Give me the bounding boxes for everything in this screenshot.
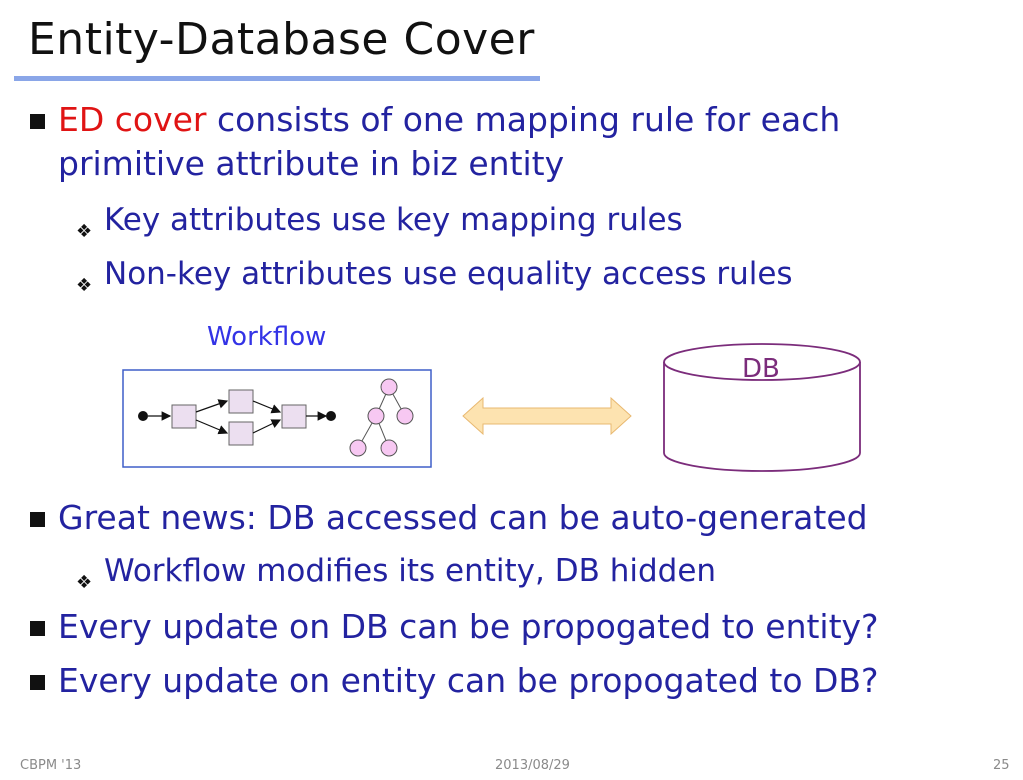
bullet-text: Great news: DB accessed can be auto-gene… <box>58 498 868 537</box>
bidirectional-arrow-icon <box>462 396 632 436</box>
bullet-ed-cover: ED cover consists of one mapping rule fo… <box>30 98 990 188</box>
footer-left: CBPM '13 <box>20 758 82 773</box>
task-node <box>228 421 254 446</box>
sub-bullet-text: Non-key attributes use equality access r… <box>104 256 793 292</box>
footer-date: 2013/08/29 <box>495 758 570 773</box>
entity-tree <box>349 378 414 457</box>
sub-bullet-text: Workflow modifies its entity, DB hidden <box>104 553 717 589</box>
slide-title: Entity-Database Cover <box>28 14 535 65</box>
diamond-bullet-icon: ❖ <box>76 221 93 242</box>
bullet-text: ED cover consists of one mapping rule fo… <box>58 98 840 142</box>
workflow-label: Workflow <box>207 322 327 352</box>
tree-node <box>367 407 385 425</box>
ed-cover-highlight: ED cover <box>58 100 207 139</box>
bullet-update-entity: Every update on entity can be propogated… <box>30 659 990 703</box>
bullet-square-icon <box>30 114 45 129</box>
sub-bullet-workflow-modifies: ❖ Workflow modifies its entity, DB hidde… <box>76 551 976 593</box>
tree-node <box>396 407 414 425</box>
database-cylinder-icon <box>663 343 861 472</box>
bullet-square-icon <box>30 621 45 636</box>
tree-node <box>380 439 398 457</box>
bullet-great-news: Great news: DB accessed can be auto-gene… <box>30 496 990 540</box>
bullet-square-icon <box>30 512 45 527</box>
tree-node <box>380 378 398 396</box>
bullet-update-db: Every update on DB can be propogated to … <box>30 605 990 649</box>
bullet-text-rest: consists of one mapping rule for each <box>206 100 841 139</box>
bullet-text: Every update on DB can be propogated to … <box>58 607 879 646</box>
task-node <box>171 404 197 429</box>
bullet-text-line2: primitive attribute in biz entity <box>58 144 565 183</box>
title-underline <box>14 76 540 81</box>
slide-number: 25 <box>993 758 1010 773</box>
db-label: DB <box>742 354 780 384</box>
bullet-square-icon <box>30 675 45 690</box>
sub-bullet-text: Key attributes use key mapping rules <box>104 202 683 238</box>
start-dot <box>138 411 148 421</box>
task-node <box>228 389 254 414</box>
diamond-bullet-icon: ❖ <box>76 275 93 296</box>
end-dot <box>326 411 336 421</box>
task-node <box>281 404 307 429</box>
bullet-text: Every update on entity can be propogated… <box>58 661 879 700</box>
sub-bullet-key-attributes: ❖ Key attributes use key mapping rules <box>76 200 976 242</box>
diamond-bullet-icon: ❖ <box>76 572 93 593</box>
tree-node <box>349 439 367 457</box>
sub-bullet-nonkey-attributes: ❖ Non-key attributes use equality access… <box>76 254 976 296</box>
